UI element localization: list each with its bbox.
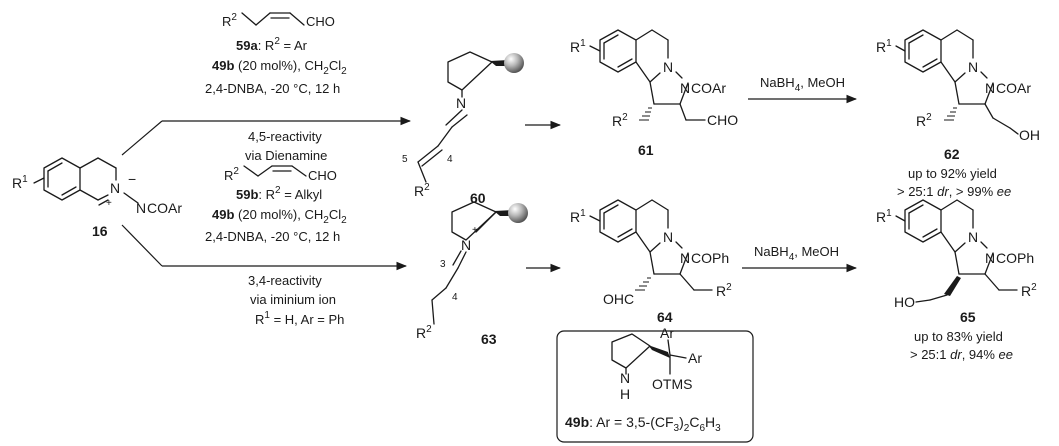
svg-text:49b: Ar = 3,5-(CF3)2C6H3: 49b: Ar = 3,5-(CF3)2C6H3 (565, 414, 721, 434)
svg-text:R2: R2 (916, 112, 932, 129)
svg-text:R2: R2 (716, 282, 732, 299)
compound-63: N + 3 4 R2 63 (416, 201, 528, 347)
svg-text:+: + (472, 225, 478, 236)
svg-text:R1: R1 (876, 38, 892, 55)
svg-text:R1: R1 (876, 208, 892, 225)
compound-16: R1 N + − N COAr 16 (12, 157, 182, 239)
svg-text:N: N (663, 229, 673, 245)
plus-charge: + (106, 198, 112, 209)
svg-text:R2: R2 (224, 166, 239, 183)
bottom-conditions: R2 CHO 59b: R2 = Alkyl 49b (20 mol%), CH… (205, 165, 347, 327)
svg-text:> 25:1 dr, > 99% ee: > 25:1 dr, > 99% ee (897, 184, 1011, 199)
svg-text:5: 5 (402, 154, 408, 165)
svg-text:N: N (680, 80, 690, 96)
svg-text:HO: HO (894, 294, 915, 310)
svg-text:OHC: OHC (603, 291, 634, 307)
svg-text:61: 61 (638, 142, 654, 158)
svg-text:up to 83% yield: up to 83% yield (914, 329, 1003, 344)
svg-text:R1: R1 (570, 208, 586, 225)
upper-branch-line (121, 120, 163, 156)
compound-number-16: 16 (92, 223, 108, 239)
svg-text:R1 = H, Ar = Ph: R1 = H, Ar = Ph (255, 310, 344, 327)
svg-text:64: 64 (657, 309, 673, 325)
svg-text:63: 63 (481, 331, 497, 347)
svg-text:N: N (680, 250, 690, 266)
svg-text:49b (20 mol%), CH2Cl2: 49b (20 mol%), CH2Cl2 (212, 207, 347, 226)
svg-text:via iminium ion: via iminium ion (250, 292, 336, 307)
catalyst-49b-box: N H Ar Ar OTMS 49b: Ar = 3,5-(CF3)2C6H3 (556, 325, 754, 443)
acyl-group: COAr (147, 200, 182, 216)
svg-text:OH: OH (1019, 127, 1040, 143)
compound-60: N 5 4 R2 60 (402, 51, 524, 206)
svg-text:CHO: CHO (306, 14, 335, 29)
svg-text:up to 92% yield: up to 92% yield (908, 166, 997, 181)
svg-text:R2: R2 (612, 112, 628, 129)
svg-text:R2: R2 (414, 182, 430, 199)
svg-text:OTMS: OTMS (652, 376, 692, 392)
r1-label: R1 (12, 174, 28, 191)
svg-text:CHO: CHO (308, 168, 337, 183)
anionic-nitrogen: N (136, 200, 146, 216)
bottom-reduction-conditions: NaBH4, MeOH (754, 244, 839, 263)
svg-text:4: 4 (447, 154, 453, 165)
svg-text:2,4-DNBA, -20 °C, 12 h: 2,4-DNBA, -20 °C, 12 h (205, 229, 340, 244)
svg-text:3: 3 (440, 259, 446, 270)
svg-text:59a: R2 = Ar: 59a: R2 = Ar (236, 36, 308, 53)
svg-text:N: N (985, 80, 995, 96)
compound-64: R1 N N COPh OHC R2 64 (570, 199, 732, 325)
svg-text:R2: R2 (416, 324, 432, 341)
svg-text:Ar: Ar (660, 325, 674, 341)
svg-text:3,4-reactivity: 3,4-reactivity (248, 273, 322, 288)
svg-text:65: 65 (960, 309, 976, 325)
svg-text:COPh: COPh (996, 250, 1034, 266)
compound-61: R1 N N COAr R2 CHO 61 (570, 29, 738, 158)
compound-65: R1 N N COPh HO R2 65 up to 83% yield > 2… (876, 199, 1037, 362)
nitrogen-atom: N (110, 180, 120, 196)
svg-text:COAr: COAr (691, 80, 726, 96)
svg-text:N: N (620, 370, 630, 386)
svg-text:N: N (968, 229, 978, 245)
svg-text:62: 62 (944, 146, 960, 162)
svg-text:R1: R1 (570, 38, 586, 55)
svg-text:N: N (461, 237, 471, 253)
top-reduction-conditions: NaBH4, MeOH (760, 75, 845, 94)
compound-62: R1 N N COAr R2 OH 62 up to 92% yield > 2… (876, 29, 1040, 199)
svg-text:CHO: CHO (707, 112, 738, 128)
svg-text:N: N (456, 95, 466, 111)
svg-text:4,5-reactivity: 4,5-reactivity (248, 129, 322, 144)
svg-text:R2: R2 (222, 12, 237, 29)
svg-text:H: H (620, 386, 630, 402)
svg-text:2,4-DNBA, -20 °C, 12 h: 2,4-DNBA, -20 °C, 12 h (205, 81, 340, 96)
top-conditions: R2 CHO 59a: R2 = Ar 49b (20 mol%), CH2Cl… (205, 12, 347, 163)
catalyst-ball-icon (504, 53, 524, 73)
svg-text:R2: R2 (1021, 282, 1037, 299)
svg-text:> 25:1 dr, 94% ee: > 25:1 dr, 94% ee (910, 347, 1013, 362)
svg-text:COAr: COAr (996, 80, 1031, 96)
svg-text:COPh: COPh (691, 250, 729, 266)
svg-text:Ar: Ar (688, 350, 702, 366)
catalyst-ball-icon (508, 203, 528, 223)
svg-text:N: N (663, 59, 673, 75)
svg-text:59b: R2 = Alkyl: 59b: R2 = Alkyl (236, 185, 322, 202)
svg-text:N: N (968, 59, 978, 75)
svg-text:4: 4 (452, 292, 458, 303)
svg-text:via Dienamine: via Dienamine (245, 148, 327, 163)
lower-branch-line (121, 224, 163, 267)
svg-text:49b (20 mol%), CH2Cl2: 49b (20 mol%), CH2Cl2 (212, 58, 347, 77)
svg-text:N: N (985, 250, 995, 266)
minus-charge: − (128, 171, 136, 187)
